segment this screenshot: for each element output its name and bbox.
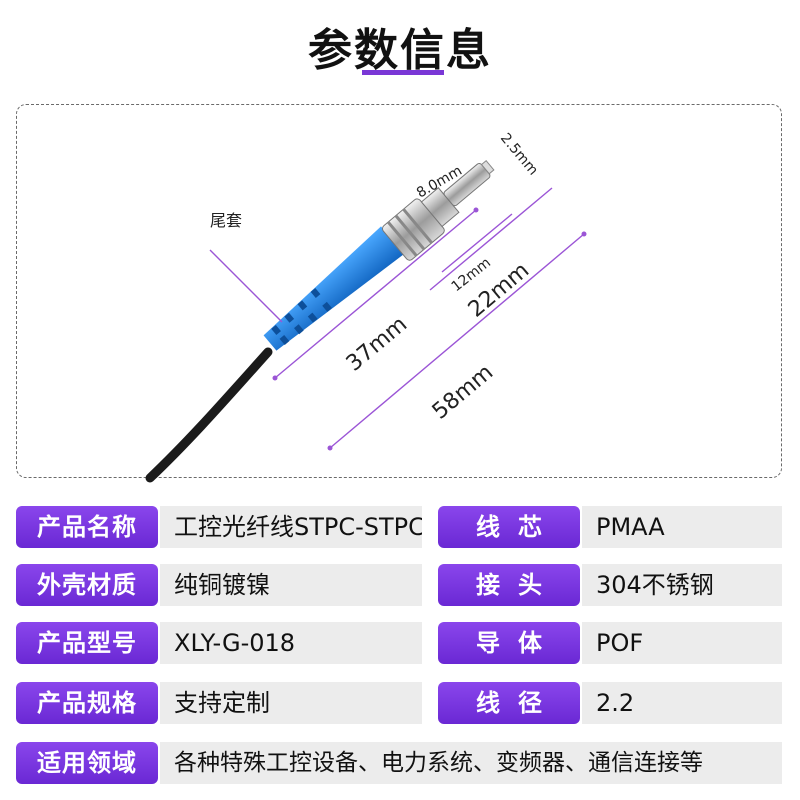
spec-value: PMAA — [582, 506, 782, 548]
spec-value: POF — [582, 622, 782, 664]
spec-label: 产品名称 — [16, 506, 158, 548]
dimension-ends — [272, 207, 587, 451]
spec-value: 304不锈钢 — [582, 564, 782, 606]
spec-value: 2.2 — [582, 682, 782, 724]
fiber-cable — [145, 347, 273, 483]
dimension-lines — [209, 187, 585, 449]
spec-row-1: 产品名称 工控光纤线STPC-STPC 线芯 PMAA — [16, 506, 782, 548]
spec-label: 线芯 — [438, 506, 580, 548]
spec-value: 各种特殊工控设备、电力系统、变频器、通信连接等 — [160, 742, 782, 784]
product-diagram: 尾套 8.0mm 2.5mm 12mm 22mm 37mm 58mm — [145, 130, 587, 483]
spec-value: 支持定制 — [160, 682, 422, 724]
st-connector-metal — [381, 159, 495, 261]
spec-value: 纯铜镀镍 — [160, 564, 422, 606]
spec-row-5: 适用领域 各种特殊工控设备、电力系统、变频器、通信连接等 — [16, 742, 782, 784]
spec-row-3: 产品型号 XLY-G-018 导体 POF — [16, 622, 782, 664]
spec-row-2: 外壳材质 纯铜镀镍 接头 304不锈钢 — [16, 564, 782, 606]
product-diagram-frame — [16, 104, 782, 478]
spec-label: 外壳材质 — [16, 564, 158, 606]
dim-37mm: 37mm — [342, 312, 412, 377]
spec-label: 接头 — [438, 564, 580, 606]
boot-pointer — [209, 249, 283, 323]
spec-label: 线径 — [438, 682, 580, 724]
page-title: 参数信息 — [308, 25, 492, 76]
dim-58mm: 58mm — [428, 360, 498, 425]
spec-value: XLY-G-018 — [160, 622, 422, 664]
boot-label: 尾套 — [210, 211, 242, 230]
spec-row-4: 产品规格 支持定制 线径 2.2 — [16, 682, 782, 724]
spec-label: 产品规格 — [16, 682, 158, 724]
spec-label: 导体 — [438, 622, 580, 664]
spec-value: 工控光纤线STPC-STPC — [160, 506, 422, 548]
title-underline — [362, 70, 444, 75]
boot-strain-relief — [263, 226, 405, 351]
spec-label: 产品型号 — [16, 622, 158, 664]
spec-label: 适用领域 — [16, 742, 158, 784]
dim-2-5mm: 2.5mm — [497, 130, 541, 178]
